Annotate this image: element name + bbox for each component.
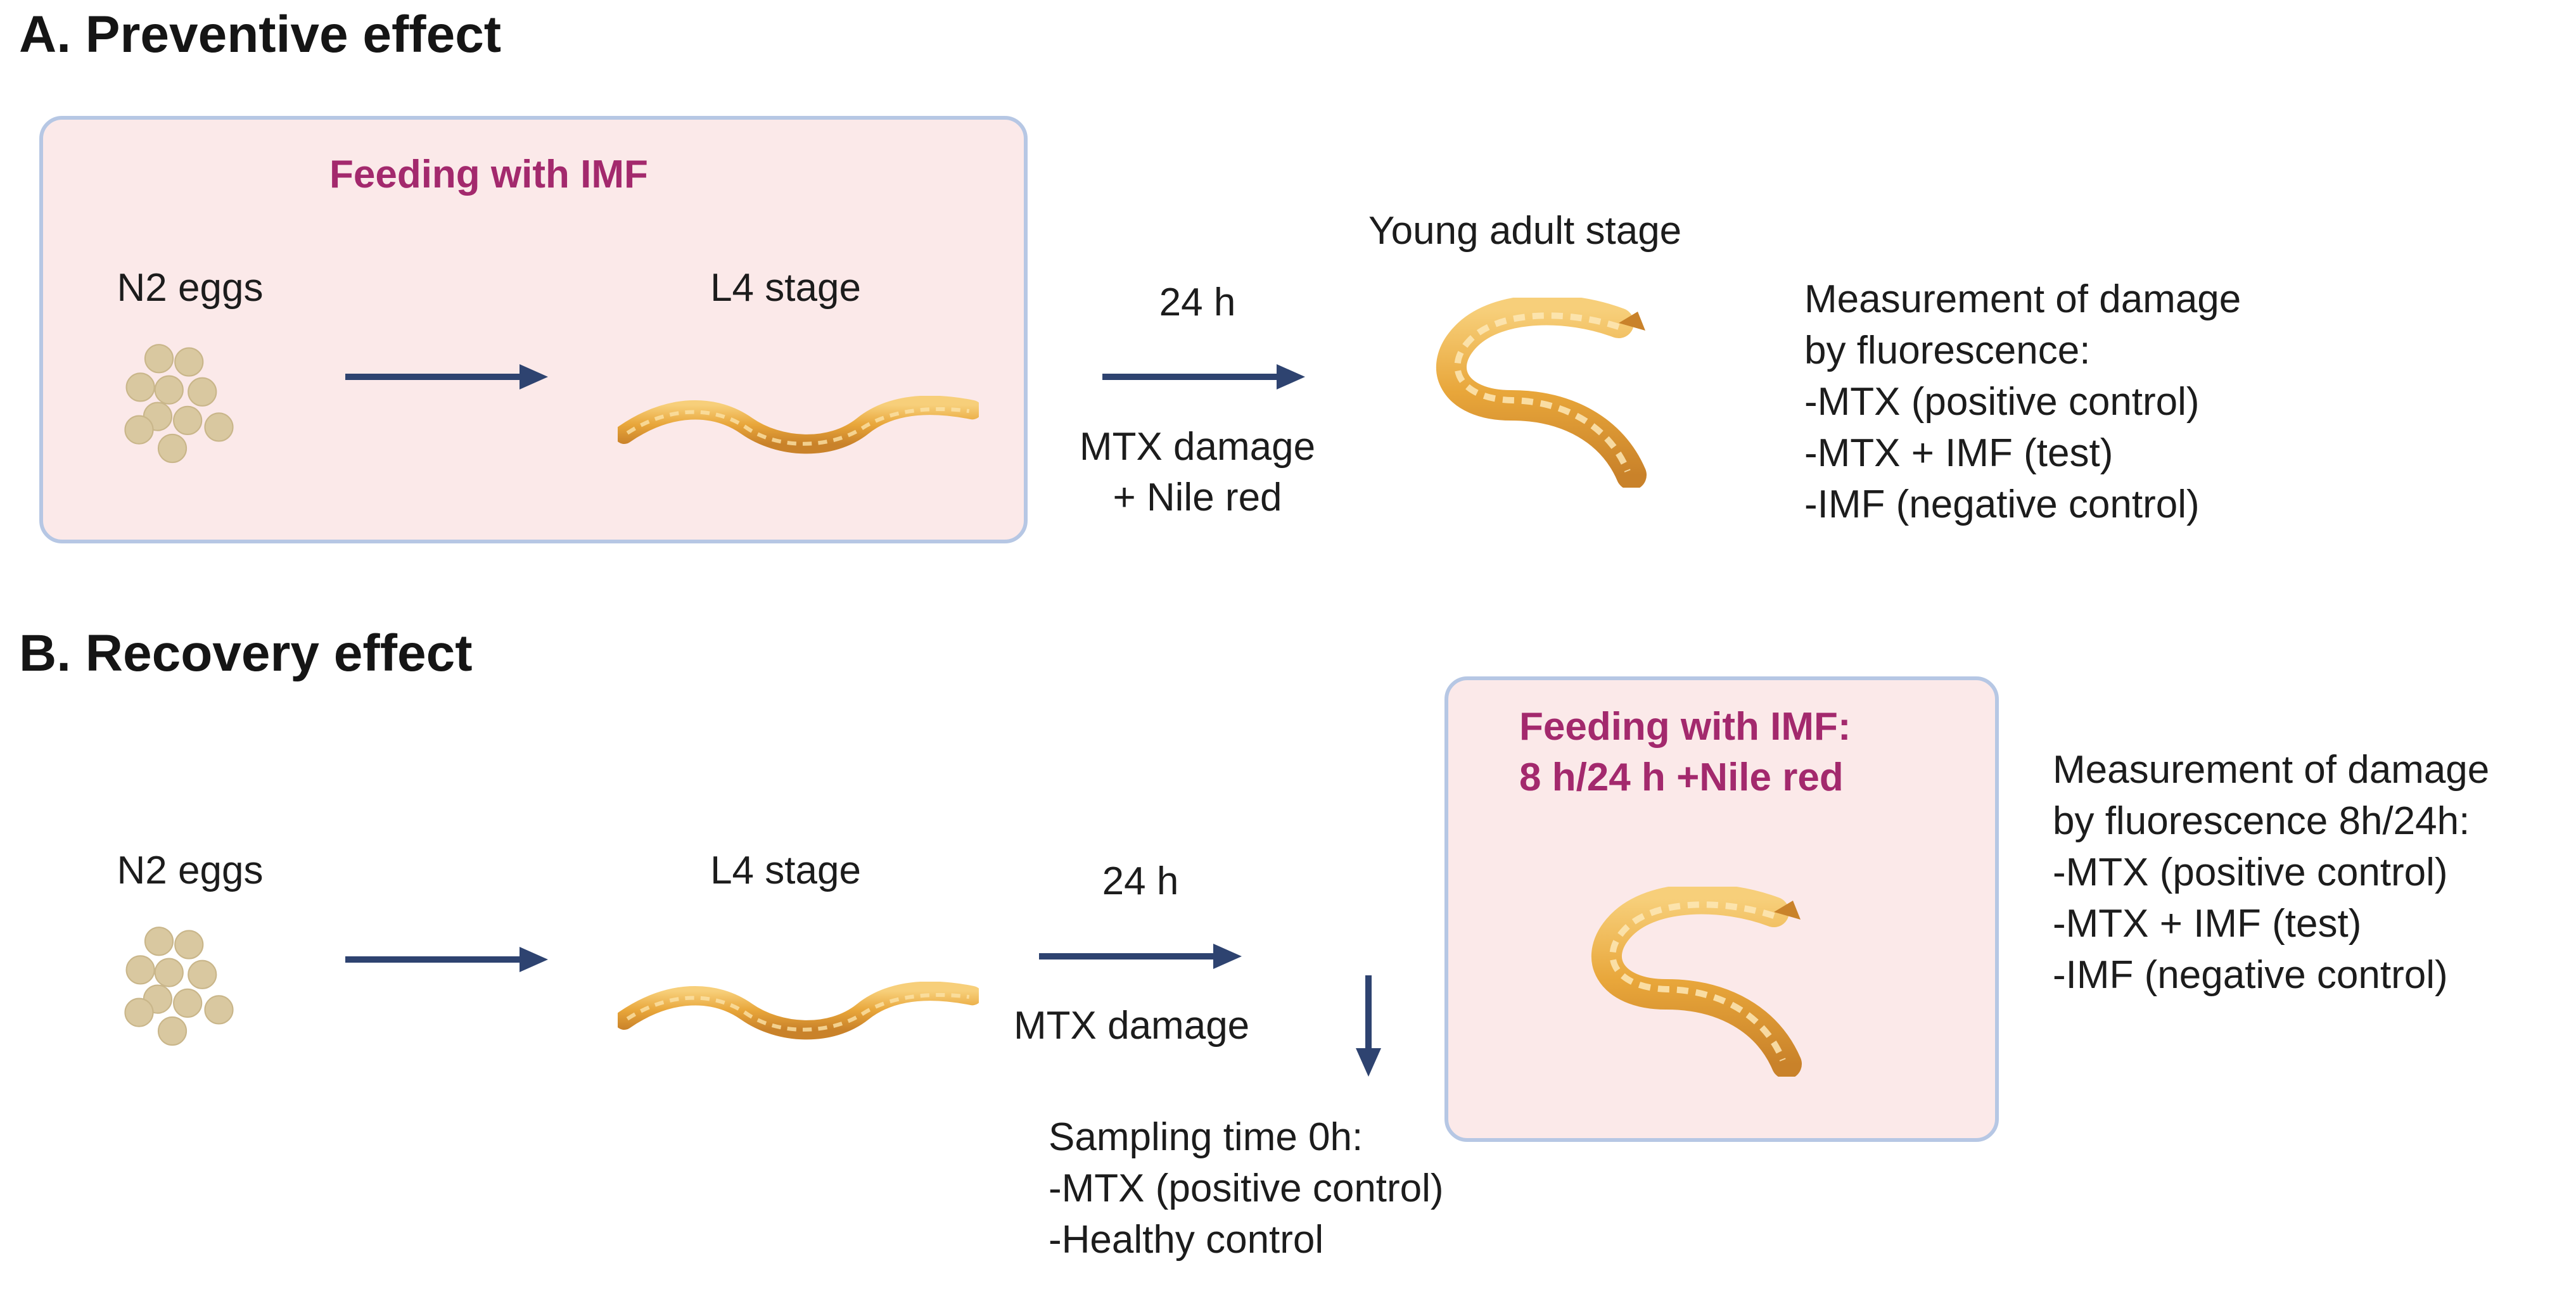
panel-b-egg-cluster-icon — [124, 927, 234, 1046]
panel-b-measurement-line: Measurement of damage — [2053, 748, 2490, 792]
panel-b-sampling-line: -Healthy control — [1049, 1218, 1324, 1262]
panel-a-eggs-label: N2 eggs — [117, 266, 264, 310]
panel-b-sampling-line: -MTX (positive control) — [1049, 1167, 1444, 1210]
panel-b-l4-worm-icon — [618, 982, 979, 1042]
panel-a-feeding-label: Feeding with IMF — [329, 153, 648, 196]
panel-a-measurement-line: Measurement of damage — [1804, 277, 2241, 321]
panel-b-adult-worm-icon — [1565, 887, 1831, 1077]
panel-a-arrow-eggs-to-l4 — [345, 364, 548, 390]
panel-a-l4-label: L4 stage — [710, 266, 861, 310]
panel-b-measurement-line: -MTX (positive control) — [2053, 851, 2448, 894]
panel-a-adult-worm-icon — [1410, 298, 1676, 488]
panel-b-sampling-list: Sampling time 0h: -MTX (positive control… — [1049, 1112, 1444, 1265]
panel-a-arrow-damage — [1102, 364, 1305, 390]
panel-b-arrow-eggs-to-l4 — [345, 947, 548, 972]
panel-b-heading: B. Recovery effect — [19, 624, 473, 682]
panel-b-measurement-line: -IMF (negative control) — [2053, 953, 2448, 997]
panel-a-l4-worm-icon — [618, 396, 979, 456]
panel-a-adult-label: Young adult stage — [1368, 209, 1682, 253]
panel-a-time-label: 24 h — [1159, 281, 1236, 324]
panel-b-measurement-line: by fluorescence 8h/24h: — [2053, 799, 2470, 843]
panel-a-feeding-box — [39, 116, 1028, 543]
panel-b-feeding-line: Feeding with IMF: — [1519, 705, 1851, 749]
panel-a-damage-label-1: MTX damage — [1079, 425, 1316, 469]
panel-b-measurement-line: -MTX + IMF (test) — [2053, 902, 2362, 946]
panel-b-sampling-line: Sampling time 0h: — [1049, 1115, 1363, 1159]
panel-b-feeding-label: Feeding with IMF: 8 h/24 h +Nile red — [1519, 702, 1851, 803]
panel-a-measurement-line: -IMF (negative control) — [1804, 483, 2200, 526]
panel-b-arrow-damage — [1039, 944, 1242, 969]
panel-a-egg-cluster-icon — [124, 344, 234, 464]
panel-a-measurement-line: by fluorescence: — [1804, 329, 2091, 372]
panel-a-measurement-line: -MTX + IMF (test) — [1804, 431, 2114, 475]
panel-a-measurement-list: Measurement of damage by fluorescence: -… — [1804, 274, 2241, 530]
panel-b-eggs-label: N2 eggs — [117, 849, 264, 892]
panel-b-time-label: 24 h — [1102, 859, 1179, 903]
panel-a-measurement-line: -MTX (positive control) — [1804, 380, 2200, 424]
panel-a-heading: A. Preventive effect — [19, 6, 502, 63]
panel-b-measurement-list: Measurement of damage by fluorescence 8h… — [2053, 744, 2489, 1001]
panel-b-feeding-line: 8 h/24 h +Nile red — [1519, 756, 1844, 799]
panel-b-damage-label: MTX damage — [1014, 1004, 1250, 1048]
panel-b-l4-label: L4 stage — [710, 849, 861, 892]
panel-b-arrow-down-sampling — [1356, 975, 1381, 1077]
panel-a-damage-label-2: + Nile red — [1113, 476, 1282, 519]
